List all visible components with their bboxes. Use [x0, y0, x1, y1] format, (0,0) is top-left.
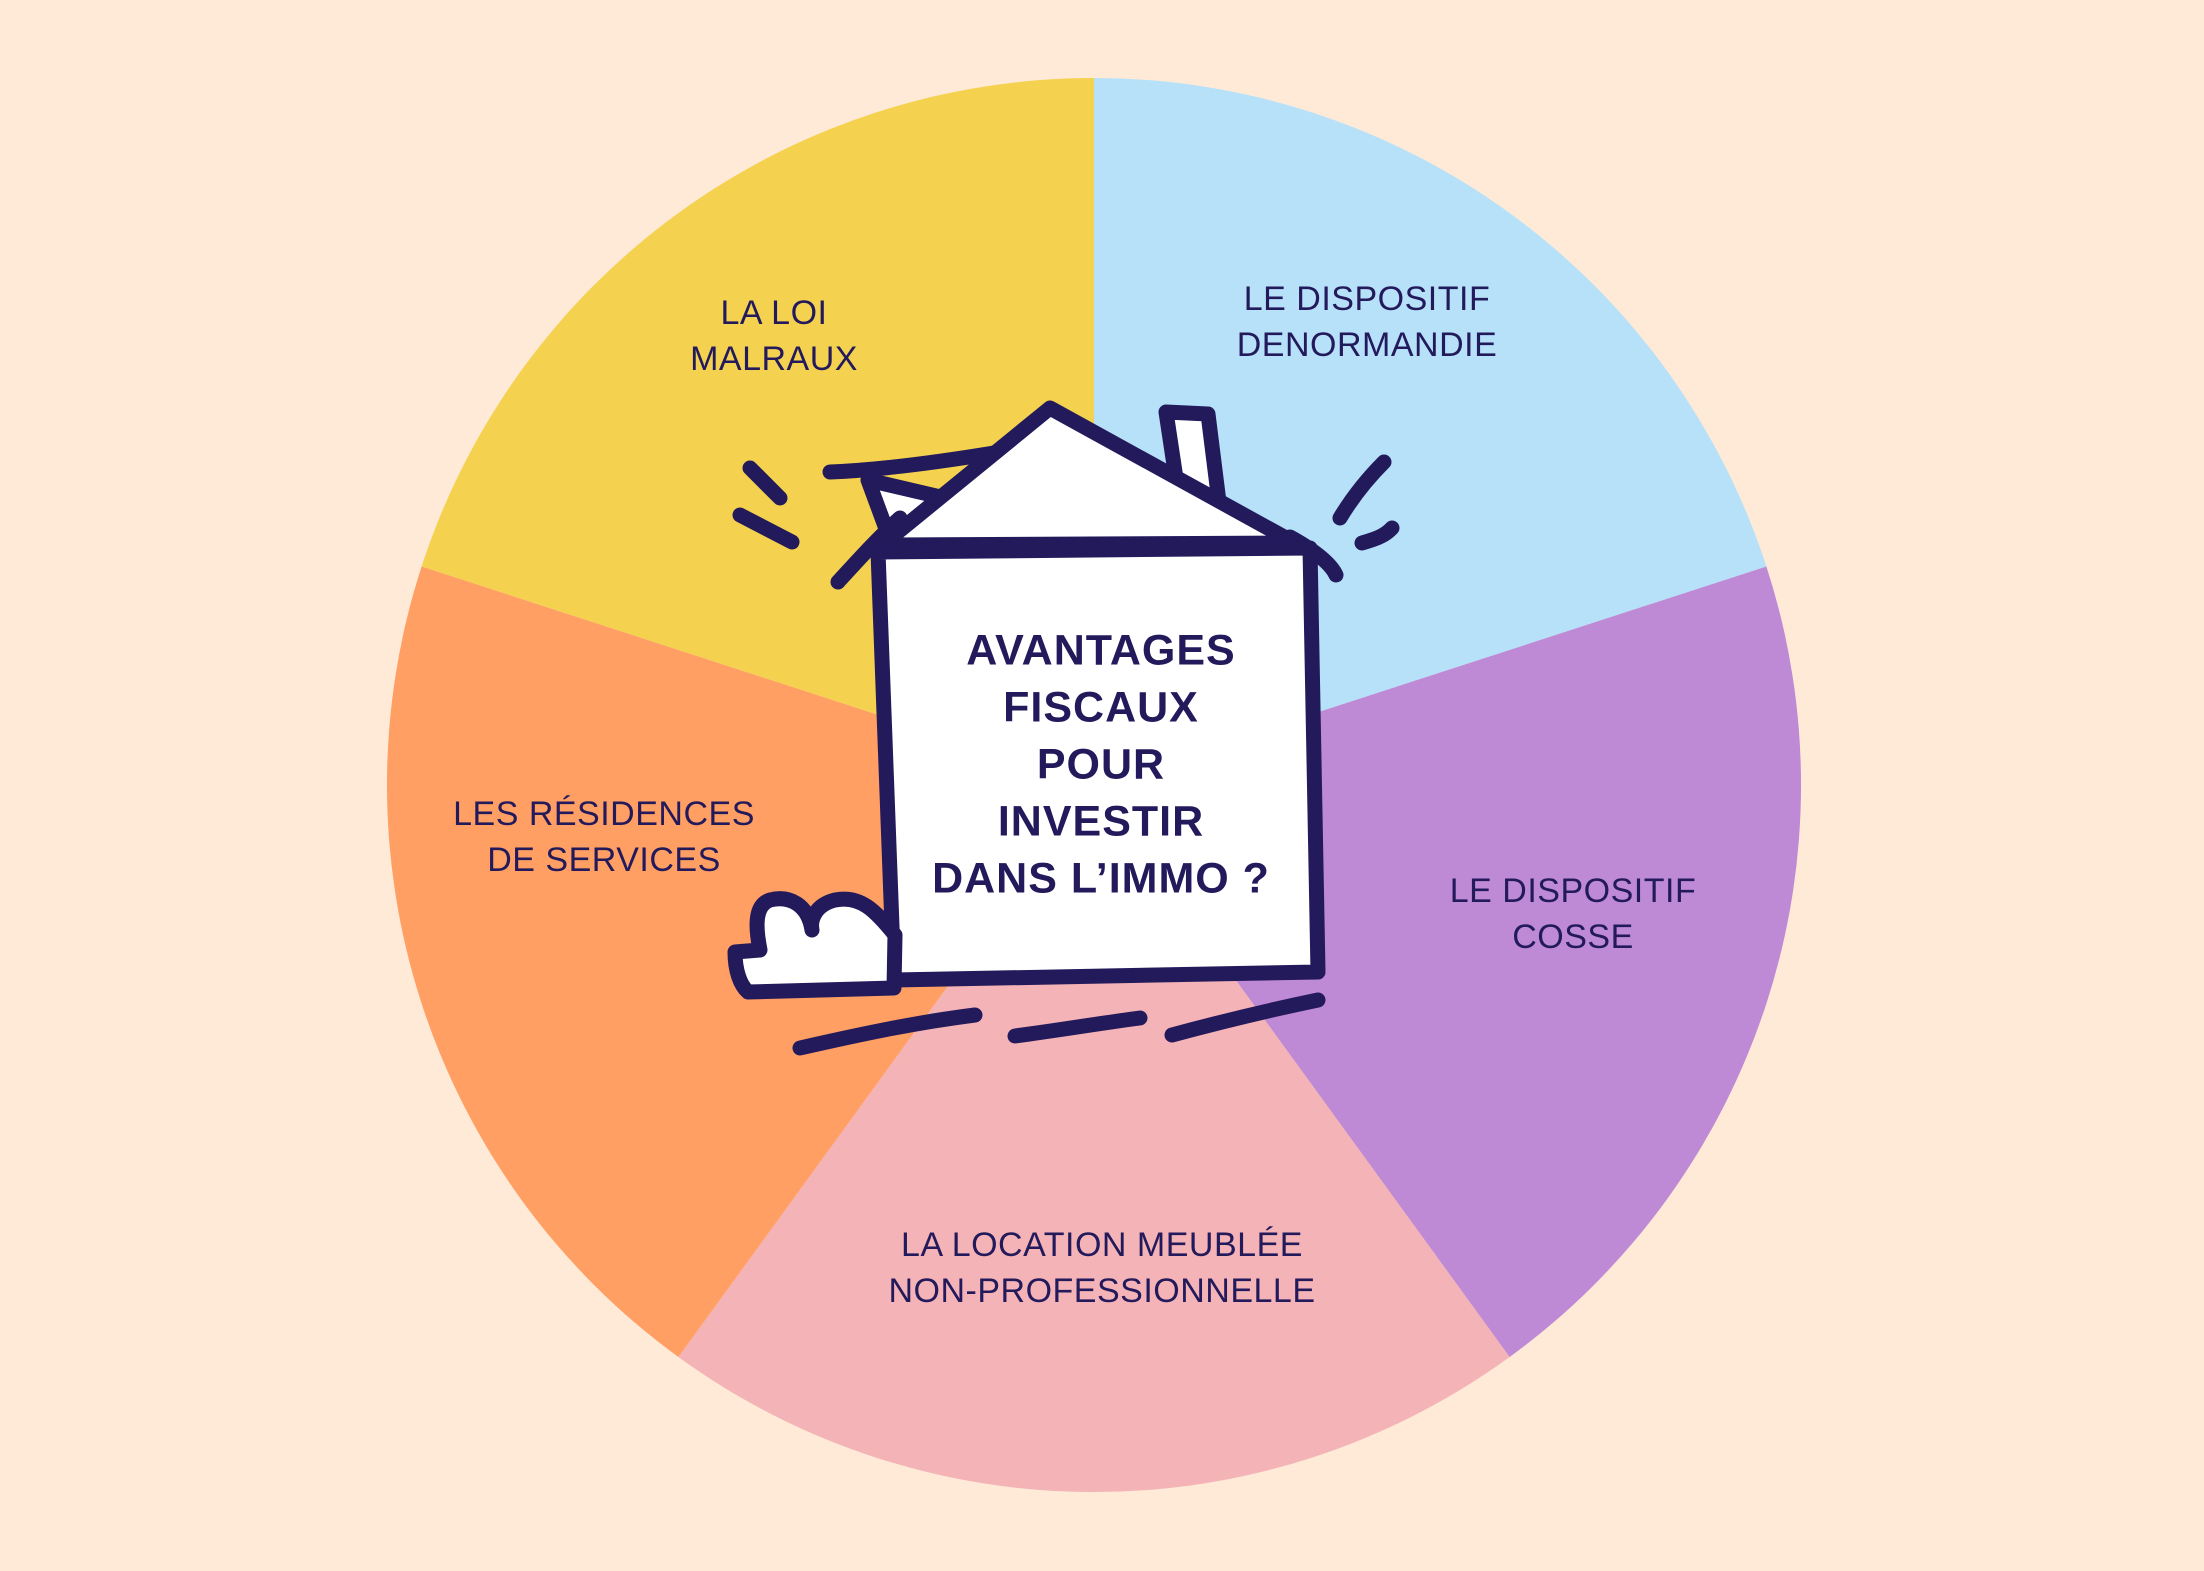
title-line: POUR — [1036, 740, 1166, 789]
house-icon — [727, 400, 1400, 1056]
label-line: COSSE — [1512, 918, 1634, 956]
label-line: LA LOCATION MEUBLÉE — [901, 1226, 1303, 1264]
label-line: LE DISPOSITIF — [1243, 280, 1491, 318]
label-residences: LES RÉSIDENCES DE SERVICES — [453, 791, 755, 883]
title-line: AVANTAGES — [966, 626, 1236, 675]
label-malraux: LA LOI MALRAUX — [690, 290, 858, 382]
label-line: LES RÉSIDENCES — [453, 795, 755, 833]
label-denormandie: LE DISPOSITIF DENORMANDIE — [1237, 276, 1498, 368]
label-line: DE SERVICES — [487, 841, 721, 879]
label-lmnp: LA LOCATION MEUBLÉE NON-PROFESSIONNELLE — [888, 1222, 1315, 1314]
center-title: AVANTAGES FISCAUX POUR INVESTIR DANS L’I… — [932, 623, 1270, 908]
label-line: NON-PROFESSIONNELLE — [888, 1272, 1316, 1310]
label-line: DENORMANDIE — [1236, 326, 1498, 364]
label-line: LE DISPOSITIF — [1449, 872, 1697, 910]
title-line: FISCAUX — [1003, 683, 1199, 732]
label-cosse: LE DISPOSITIF COSSE — [1450, 868, 1696, 960]
segment-lmnp — [678, 785, 1510, 1493]
label-line: LA LOI — [720, 294, 828, 332]
title-line: DANS L’IMMO ? — [932, 854, 1270, 903]
label-line: MALRAUX — [690, 340, 858, 378]
title-line: INVESTIR — [997, 797, 1205, 846]
